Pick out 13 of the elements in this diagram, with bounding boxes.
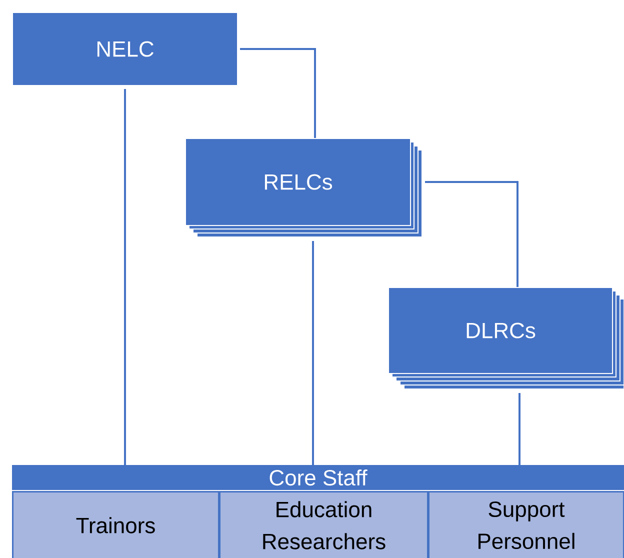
- connector-line: [312, 241, 314, 465]
- table-cell: Support Personnel: [428, 491, 624, 558]
- org-box: NELC: [12, 12, 238, 86]
- connector-line: [240, 48, 316, 138]
- header-band: Core Staff: [12, 465, 624, 490]
- table-cell: Trainors: [12, 491, 220, 558]
- connector-line: [425, 181, 518, 287]
- node-label: Core Staff: [270, 469, 368, 486]
- stacked-box: RELCs: [185, 138, 422, 238]
- table-cell: Education Researchers: [219, 491, 428, 558]
- connector-line: [124, 89, 126, 465]
- stacked-box: DLRCs: [388, 287, 624, 390]
- connector-line: [518, 393, 520, 465]
